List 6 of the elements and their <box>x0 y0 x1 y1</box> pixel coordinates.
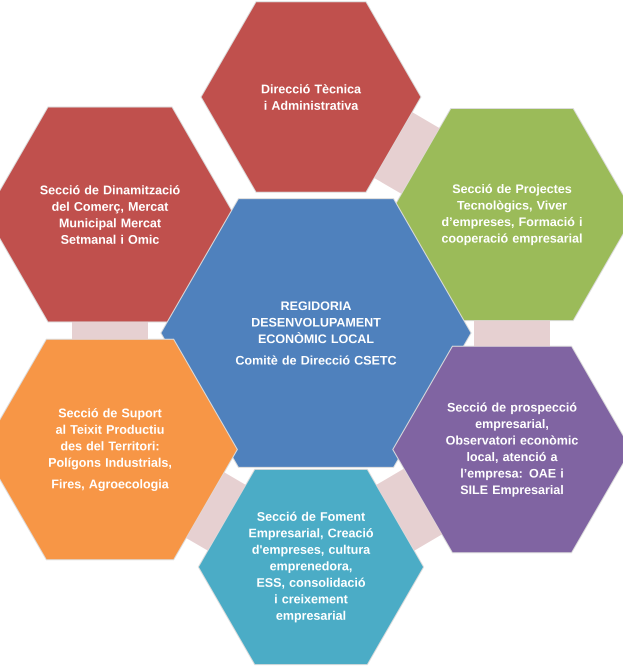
connector-band <box>374 112 440 194</box>
connector-band <box>72 322 148 340</box>
connector-band <box>186 472 246 551</box>
hexagon: Secció de Foment Empresarial, Creació d'empreses, cultura emprenedora, ESS, consolidació i creixement empresarial <box>198 468 424 666</box>
connector-band <box>474 320 550 346</box>
connector-band <box>376 468 442 551</box>
